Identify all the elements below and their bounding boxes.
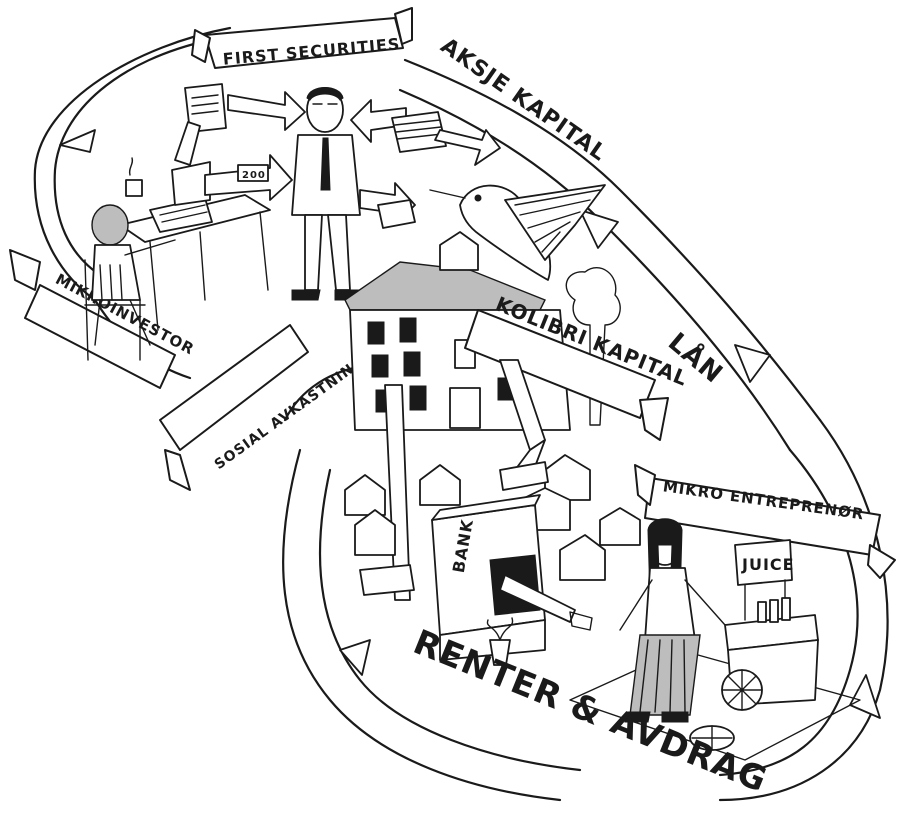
investor-head [92, 205, 128, 245]
label-renter-avdrag: RENTER & AVDRAG [408, 622, 773, 801]
label-juice-sign: JUICE [741, 555, 795, 574]
banner-first-securities: FIRST SECURITIES [192, 8, 412, 69]
arrow-share-icon [435, 130, 500, 165]
cash-bundle-icon [378, 200, 415, 228]
house-icon [355, 510, 395, 555]
arrow-up-icon [175, 122, 200, 165]
woman-top [645, 568, 695, 640]
house-icon [560, 535, 605, 580]
broker-man-illustration [292, 88, 360, 301]
chevron-arrow-icon [580, 210, 618, 248]
label-money-note: 200 [242, 170, 266, 181]
cash-bundle-icon [500, 462, 548, 490]
broker-tie [321, 138, 330, 190]
house-icon [600, 508, 640, 545]
chevron-arrow-icon [850, 675, 880, 718]
cash-bundle-icon [360, 565, 414, 595]
broker-leg-right [328, 215, 350, 290]
juice-bottles [758, 598, 790, 622]
house-icon [345, 475, 385, 515]
hummingbird-eye [475, 195, 481, 201]
coffee-cup-icon [126, 180, 142, 196]
building-tower [440, 232, 478, 270]
house-icon [420, 465, 460, 505]
hummingbird-beak [430, 190, 465, 198]
arrow-right-icon [228, 92, 305, 130]
broker-leg-left [305, 215, 322, 290]
